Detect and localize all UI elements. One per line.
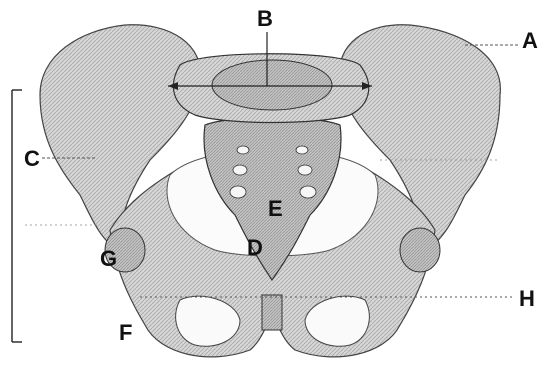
label-C: C — [24, 148, 40, 170]
label-E: E — [268, 198, 283, 220]
label-H: H — [519, 288, 535, 310]
label-F: F — [119, 322, 132, 344]
label-B: B — [257, 8, 273, 30]
label-G: G — [100, 248, 117, 270]
label-D: D — [247, 237, 263, 259]
label-A: A — [522, 30, 538, 52]
